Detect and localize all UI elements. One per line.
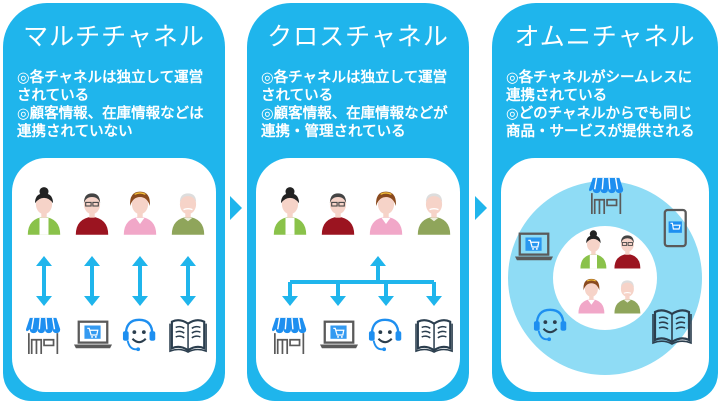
branching-arrow-icon [282,256,442,306]
flow-arrow-icon [475,196,487,220]
customer-man-red [75,193,109,235]
ec-laptop-icon [320,320,358,349]
flow-arrow-icon [230,196,242,220]
catalog-book-icon [415,319,453,353]
catalog-book-icon [169,319,207,353]
store-icon [272,317,307,355]
customer-man-red [321,193,355,235]
customer-elder-green [614,280,641,314]
diagram-area [12,158,216,392]
bidirectional-arrow-icon [180,256,196,306]
panel-omnichannel: オムニチャネル ◎各チャネルがシームレスに 連携されている ◎どのチャネルからで… [492,3,718,401]
omnichannel-diagram [508,177,702,375]
customer-woman-green [27,187,61,235]
diagram-area [501,158,709,392]
call-center-icon [122,318,156,352]
bidirectional-arrow-icon [84,256,100,306]
panel-crosschannel: クロスチャネル ◎各チャネルは独立して運営 されている ◎顧客情報、在庫情報など… [247,3,469,401]
customer-man-red [614,235,641,269]
panel-multichannel: マルチチャネル ◎各チャネルは独立して運営 されている ◎顧客情報、在庫情報など… [3,3,225,401]
customer-elder-green [417,193,451,235]
customer-woman-green [580,230,607,269]
smartphone-icon [663,208,687,248]
laptop-icon [515,232,553,261]
panel-title: オムニチャネル [514,22,696,51]
bidirectional-arrow-icon [36,256,52,306]
customer-woman-pink [369,191,403,235]
call-center-icon [368,318,402,352]
call-center-icon [533,308,567,342]
bidirectional-arrow-icon [132,256,148,306]
store-icon [26,317,61,355]
store-icon [589,177,624,215]
customer-woman-green [273,187,307,235]
diagram-area [256,158,460,392]
panel-description: ◎各チャネルがシームレスに 連携されている ◎どのチャネルからでも同じ 商品・サ… [506,70,695,140]
customer-woman-pink [123,191,157,235]
panel-title: クロスチャネル [267,22,449,51]
panel-description: ◎各チャネルは独立して運営 されている ◎顧客情報、在庫情報などは 連携されてい… [17,70,204,140]
customer-woman-pink [578,278,605,314]
panel-description: ◎各チャネルは独立して運営 されている ◎顧客情報、在庫情報などが 連携・管理さ… [261,70,448,140]
catalog-book-icon [652,309,692,345]
ec-laptop-icon [74,320,112,349]
panel-title: マルチチャネル [23,22,205,51]
multichannel-diagram [26,187,207,355]
crosschannel-diagram [272,187,453,355]
customer-elder-green [171,193,205,235]
